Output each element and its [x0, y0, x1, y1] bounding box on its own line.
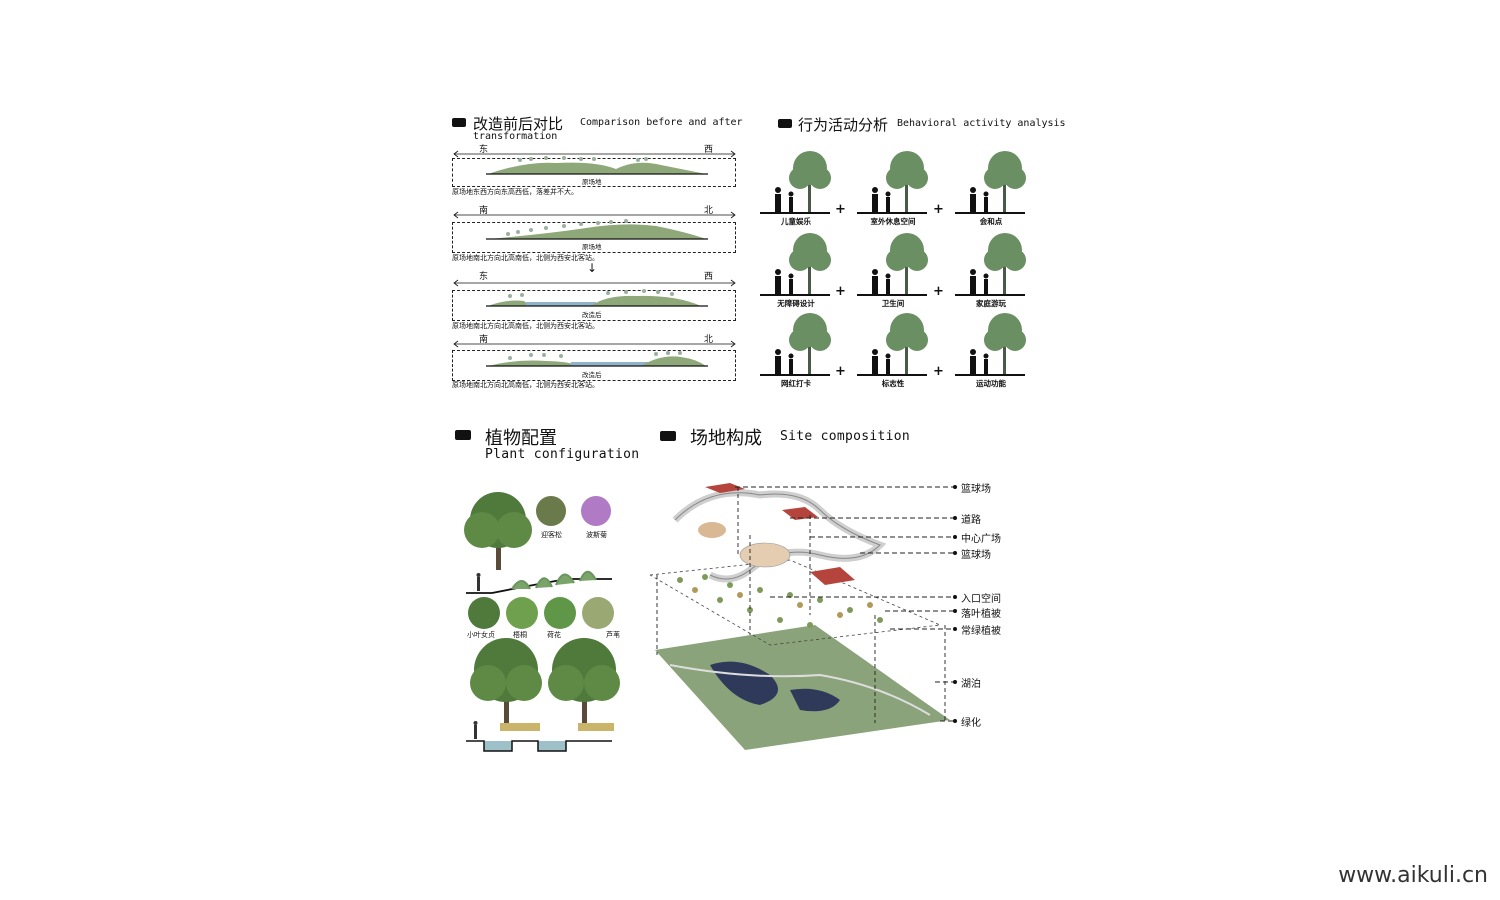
plant-wutong-image	[506, 597, 538, 629]
site-label-basketball-1: 篮球场	[961, 484, 991, 495]
behavior-bullet	[778, 119, 792, 128]
profile-4-terrain	[486, 351, 708, 367]
activity-plus-sign: +	[835, 202, 846, 217]
activity-sports-icon	[955, 313, 1026, 376]
activity-plus-sign: +	[835, 364, 846, 379]
profile-3-caption: 改造后	[582, 311, 602, 319]
profile-4-arrow-line	[453, 340, 736, 348]
behavior-title-cn: 行为活动分析	[798, 116, 889, 134]
site-label-central-plaza: 中心广场	[961, 534, 1001, 545]
activity-label-meeting-point: 会和点	[979, 217, 1003, 226]
profile-1-note: 原场地东西方向东高西低，落差并不大。	[452, 188, 578, 196]
activity-label-restroom: 卫生间	[881, 299, 905, 308]
plant-title-cn: 植物配置	[485, 428, 557, 449]
plant-label-yingkesong: 迎客松	[541, 531, 562, 539]
profile-3-note: 原场地南北方向北高南低，北侧为西安北客站。	[452, 322, 599, 330]
activity-children-icon	[760, 151, 831, 214]
profile-2-arrow-line	[453, 211, 736, 219]
site-label-deciduous: 落叶植被	[961, 609, 1001, 620]
profile-3-arrow-line	[453, 279, 736, 287]
activity-landmark-icon	[857, 313, 928, 376]
profile-2-box	[452, 222, 736, 253]
profile-1-right-dir: 西	[704, 145, 714, 155]
plant-title-en: Plant configuration	[485, 447, 640, 462]
activity-plus-sign: +	[835, 284, 846, 299]
plant-label-bosiju: 波斯菊	[586, 531, 607, 539]
plant-label-hehua: 荷花	[547, 631, 561, 639]
plant-luwei-image	[582, 597, 614, 629]
site-label-basketball-2: 篮球场	[961, 550, 991, 561]
profile-1-left-dir: 东	[479, 145, 489, 155]
profile-3-left-dir: 东	[479, 272, 489, 282]
site-exploded-axonometric	[650, 483, 950, 750]
watermark: www.aikuli.cn	[1338, 863, 1488, 888]
plant-label-wutong: 梧桐	[513, 631, 527, 639]
profile-3-box	[452, 290, 736, 321]
plant-bullet	[455, 430, 471, 440]
site-label-entrance: 入口空间	[961, 594, 1001, 605]
profile-2-right-dir: 北	[704, 206, 714, 216]
profile-4-caption: 改造后	[582, 371, 602, 379]
site-label-greenery: 绿化	[961, 718, 981, 729]
site-leader-lines	[735, 485, 957, 723]
activity-label-landmark: 标志性	[881, 379, 905, 388]
profile-4-note: 原场地南北方向北高南低，北侧为西安北客站。	[452, 381, 599, 389]
activity-accessible-icon	[760, 233, 831, 296]
profile-2-terrain	[486, 219, 708, 240]
profile-4-left-dir: 南	[479, 335, 489, 345]
activity-meeting-point-icon	[955, 151, 1026, 214]
profile-3-terrain	[486, 289, 708, 307]
comparison-title-cn: 改造前后对比	[473, 115, 564, 133]
site-title-cn: 场地构成	[690, 428, 762, 449]
activity-photo-spot-icon	[760, 313, 831, 376]
activity-label-family: 家庭游玩	[976, 299, 1006, 308]
comparison-bullet	[452, 118, 466, 127]
profile-4-box	[452, 350, 736, 381]
activity-label-photo-spot: 网红打卡	[781, 379, 811, 388]
site-title-en: Site composition	[780, 429, 911, 444]
profile-4-right-dir: 北	[704, 335, 714, 345]
activity-plus-sign: +	[933, 202, 944, 217]
plant-yingkesong-image	[536, 496, 566, 526]
activity-outdoor-rest-icon	[857, 151, 928, 214]
down-arrow-icon: ↓	[587, 261, 598, 275]
comparison-title-en-2: transformation	[473, 131, 558, 142]
plant-illustration	[464, 492, 620, 752]
profile-1-arrow-line	[453, 150, 736, 158]
plant-bosiju-image	[581, 496, 611, 526]
activity-family-icon	[955, 233, 1026, 296]
activity-label-children: 儿童娱乐	[781, 217, 811, 226]
profile-1-caption: 原场地	[582, 178, 602, 186]
behavior-title-en: Behavioral activity analysis	[897, 118, 1066, 129]
site-label-evergreen: 常绿植被	[961, 626, 1001, 637]
comparison-title-en: Comparison before and after	[580, 117, 743, 128]
plant-label-xiaoyenvzhen: 小叶女贞	[467, 631, 495, 639]
profile-2-note: 原场地南北方向北高南低，北侧为西安北客站。	[452, 254, 599, 262]
activity-label-accessible: 无障碍设计	[777, 299, 815, 308]
plant-label-luwei: 芦苇	[606, 631, 620, 639]
profile-1-terrain	[486, 156, 708, 175]
profile-2-caption: 原场地	[582, 243, 602, 251]
site-bullet	[660, 431, 676, 441]
activity-label-outdoor-rest: 室外休息空间	[870, 217, 916, 226]
activity-label-sports: 运动功能	[976, 379, 1006, 388]
activity-plus-sign: +	[933, 364, 944, 379]
activity-restroom-icon	[857, 233, 928, 296]
site-label-road: 道路	[961, 515, 981, 526]
site-label-lake: 湖泊	[961, 679, 981, 690]
profile-2-left-dir: 南	[479, 206, 489, 216]
profile-3-right-dir: 西	[704, 272, 714, 282]
activity-plus-sign: +	[933, 284, 944, 299]
plant-hehua-image	[544, 597, 576, 629]
plant-xiaoyenvzhen-image	[468, 597, 500, 629]
